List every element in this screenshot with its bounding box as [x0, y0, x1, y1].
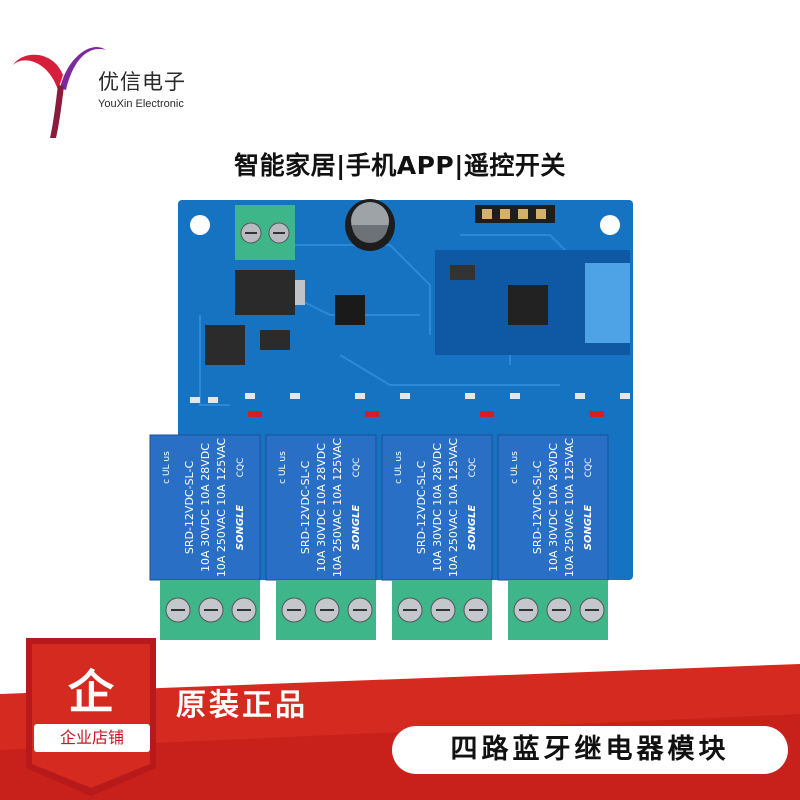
cqc-mark: CQC — [352, 458, 362, 478]
brand-name-cn: 优信电子 — [98, 70, 186, 94]
enterprise-icon: 企 — [68, 665, 114, 719]
ic-chip — [335, 295, 365, 325]
product-tagline: 智能家居|手机APP|遥控开关 — [234, 151, 566, 180]
screw-terminal-1 — [160, 580, 260, 640]
relay-label: SRD-12VDC-SL-C — [299, 461, 312, 555]
relay-label: 10A 250VAC 10A 125VAC — [563, 438, 576, 578]
screw-terminal-4 — [508, 580, 608, 640]
screw-terminal-3 — [392, 580, 492, 640]
transistor — [260, 330, 290, 350]
ul-mark: c UL us — [394, 451, 404, 484]
smd-components — [190, 393, 630, 403]
pin-header — [475, 205, 555, 223]
cqc-mark: CQC — [584, 458, 594, 478]
shop-badge — [26, 638, 156, 796]
pcb-traces — [199, 234, 571, 406]
relay-brand: SONGLE — [235, 505, 246, 551]
enterprise-shop-label: 企业店铺 — [34, 724, 150, 752]
relay-label: SRD-12VDC-SL-C — [183, 461, 196, 555]
power-terminal — [235, 205, 295, 260]
relay-label: 10A 30VDC 10A 28VDC — [547, 443, 560, 572]
bluetooth-module — [435, 250, 630, 355]
ul-mark: c UL us — [510, 451, 520, 484]
product-name: 四路蓝牙继电器模块 — [392, 726, 788, 774]
mounting-hole — [600, 215, 620, 235]
genuine-label: 原装正品 — [176, 688, 308, 723]
led-indicators — [248, 411, 604, 417]
relay-label: 10A 250VAC 10A 125VAC — [447, 438, 460, 578]
brand-name-en: YouXin Electronic — [98, 98, 184, 110]
electrolytic-capacitor — [345, 199, 395, 251]
voltage-regulator — [235, 270, 295, 315]
relay-label: 10A 30VDC 10A 28VDC — [431, 443, 444, 572]
relay-brand: SONGLE — [351, 505, 362, 551]
relay-label: SRD-12VDC-SL-C — [531, 461, 544, 555]
ul-mark: c UL us — [278, 451, 288, 484]
brand-logo-icon — [13, 46, 106, 138]
relay-label: 10A 250VAC 10A 125VAC — [215, 438, 228, 578]
mounting-hole — [190, 215, 210, 235]
relay-label: 10A 30VDC 10A 28VDC — [199, 443, 212, 572]
terminal-group — [160, 580, 608, 640]
relay-brand: SONGLE — [583, 505, 594, 551]
regulator-tab — [295, 280, 305, 305]
screw-terminal-2 — [276, 580, 376, 640]
ul-mark: c UL us — [162, 451, 172, 484]
cqc-mark: CQC — [236, 458, 246, 478]
relay-label: 10A 30VDC 10A 28VDC — [315, 443, 328, 572]
relay-label: SRD-12VDC-SL-C — [415, 461, 428, 555]
relay-label: 10A 250VAC 10A 125VAC — [331, 438, 344, 578]
ldo-chip — [205, 325, 245, 365]
cqc-mark: CQC — [468, 458, 478, 478]
relay-brand: SONGLE — [467, 505, 478, 551]
